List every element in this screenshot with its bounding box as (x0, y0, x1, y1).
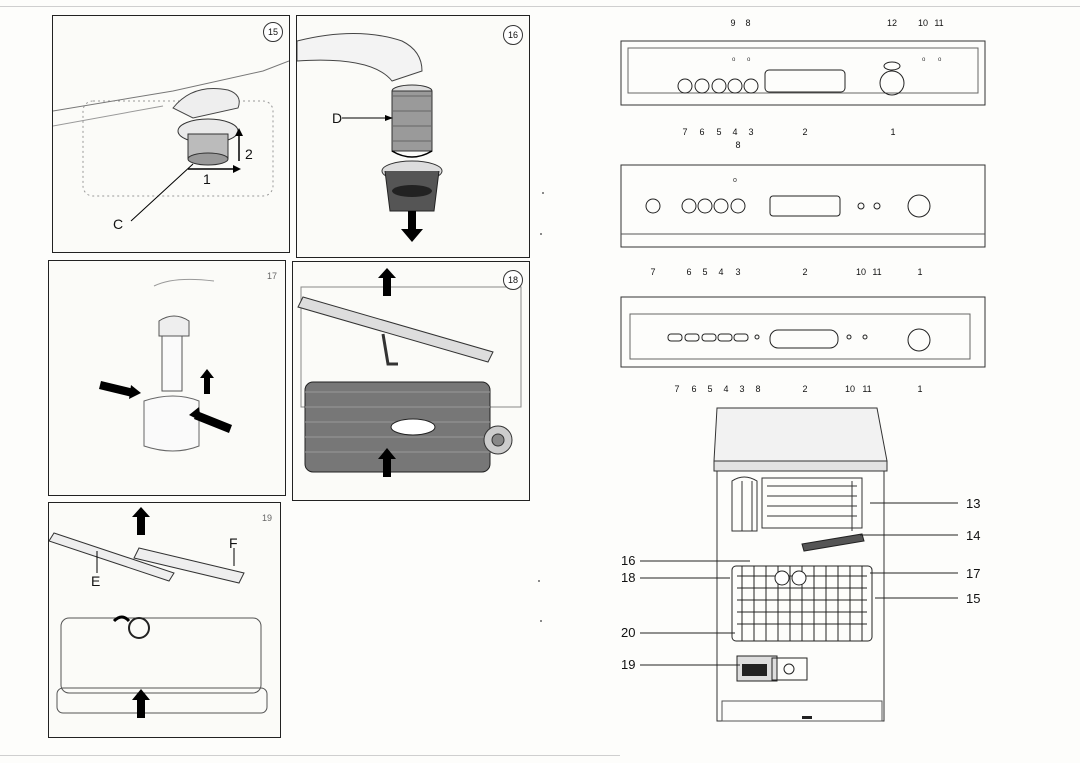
figure-17-panel: 17 (48, 260, 286, 496)
figure-19-panel: 19 E F (48, 502, 281, 738)
figure-15-illustration (53, 60, 289, 222)
figure-17-illustration (99, 278, 232, 452)
panel-b-bottom-7: 7 (650, 267, 656, 277)
panel-a-top-11: 11 (934, 18, 944, 28)
figure-15-number-badge: 15 (263, 22, 283, 42)
panel-a-bottom-4: 4 (732, 127, 738, 137)
control-panel-a: o o o o (620, 38, 988, 108)
panel-b-top-8: 8 (735, 140, 741, 150)
figure-18-number-badge: 18 (503, 270, 523, 290)
page-bottom-line (0, 755, 620, 756)
panel-c-bottom-10: 10 (844, 384, 855, 394)
panel-a-bottom-7: 7 (682, 127, 688, 137)
figure-16-illustration (297, 33, 443, 242)
panel-c-bottom-8: 8 (755, 384, 761, 394)
figure-19-label-f: F (229, 535, 238, 551)
svg-text:o: o (747, 57, 751, 63)
control-panel-a-drawing: o o o o (620, 40, 986, 106)
dishwasher-callout-lines (640, 502, 958, 666)
figure-18-panel: 18 (292, 261, 530, 501)
stray-mark (538, 580, 540, 582)
svg-text:o: o (922, 57, 926, 63)
figure-19-number-text: 19 (261, 513, 272, 523)
panel-c-bottom-6: 6 (691, 384, 697, 394)
stray-mark (540, 233, 542, 235)
dishwasher-callout-17: 17 (966, 566, 981, 581)
panel-a-top-10: 10 (917, 18, 928, 28)
panel-c-bottom-4: 4 (723, 384, 729, 394)
panel-a-bottom-5: 5 (716, 127, 722, 137)
control-panel-c (620, 296, 988, 370)
dishwasher-callout-18: 18 (621, 570, 636, 585)
figure-15-label-2: 2 (245, 146, 253, 162)
panel-c-bottom-3: 3 (739, 384, 745, 394)
panel-b-bottom-10: 10 (855, 267, 866, 277)
panel-a-bottom-2: 2 (802, 127, 808, 137)
figure-19-illustration (49, 507, 268, 718)
svg-text:o: o (733, 177, 737, 184)
panel-c-bottom-2: 2 (802, 384, 808, 394)
panel-a-top-9: 9 (730, 18, 736, 28)
panel-a-bottom-6: 6 (699, 127, 705, 137)
dishwasher-drawing (713, 407, 888, 722)
stray-mark (542, 192, 544, 194)
svg-text:o: o (938, 57, 942, 63)
panel-a-bottom-1: 1 (890, 127, 896, 137)
figure-16-panel: 16 D (296, 15, 530, 258)
panel-b-bottom-5: 5 (702, 267, 708, 277)
dishwasher-callout-14: 14 (966, 528, 981, 543)
dishwasher-callout-13: 13 (966, 496, 981, 511)
panel-a-top-8: 8 (745, 18, 751, 28)
figure-18-illustration (297, 268, 522, 477)
stray-mark (540, 620, 542, 622)
dishwasher-callout-16: 16 (621, 553, 636, 568)
page-top-line (0, 6, 1080, 7)
control-panel-b: o (620, 164, 988, 250)
dishwasher-callout-19: 19 (621, 657, 636, 672)
svg-text:o: o (732, 57, 736, 63)
panel-c-bottom-11: 11 (862, 384, 872, 394)
panel-a-bottom-3: 3 (748, 127, 754, 137)
dishwasher-callout-20: 20 (621, 625, 636, 640)
figure-17-number-text: 17 (266, 271, 277, 281)
figure-19-label-e: E (91, 573, 101, 589)
panel-a-top-12: 12 (886, 18, 897, 28)
figure-16-label-d: D (332, 110, 343, 126)
panel-b-bottom-11: 11 (872, 267, 882, 277)
figure-15-panel: 15 C 1 2 (52, 15, 290, 253)
figure-16-number-badge: 16 (503, 25, 523, 45)
panel-b-bottom-3: 3 (735, 267, 741, 277)
dishwasher-callout-15: 15 (966, 591, 981, 606)
panel-c-bottom-7: 7 (674, 384, 680, 394)
figure-15-label-1: 1 (203, 171, 211, 187)
dishwasher-diagram (712, 406, 897, 726)
figure-15-label-c: C (113, 216, 124, 232)
panel-b-bottom-1: 1 (917, 267, 923, 277)
panel-c-bottom-5: 5 (707, 384, 713, 394)
control-panel-b-drawing: o (620, 164, 986, 248)
panel-c-bottom-1: 1 (917, 384, 923, 394)
panel-b-bottom-4: 4 (718, 267, 724, 277)
panel-b-bottom-2: 2 (802, 267, 808, 277)
panel-b-bottom-6: 6 (686, 267, 692, 277)
control-panel-c-drawing (620, 296, 986, 368)
